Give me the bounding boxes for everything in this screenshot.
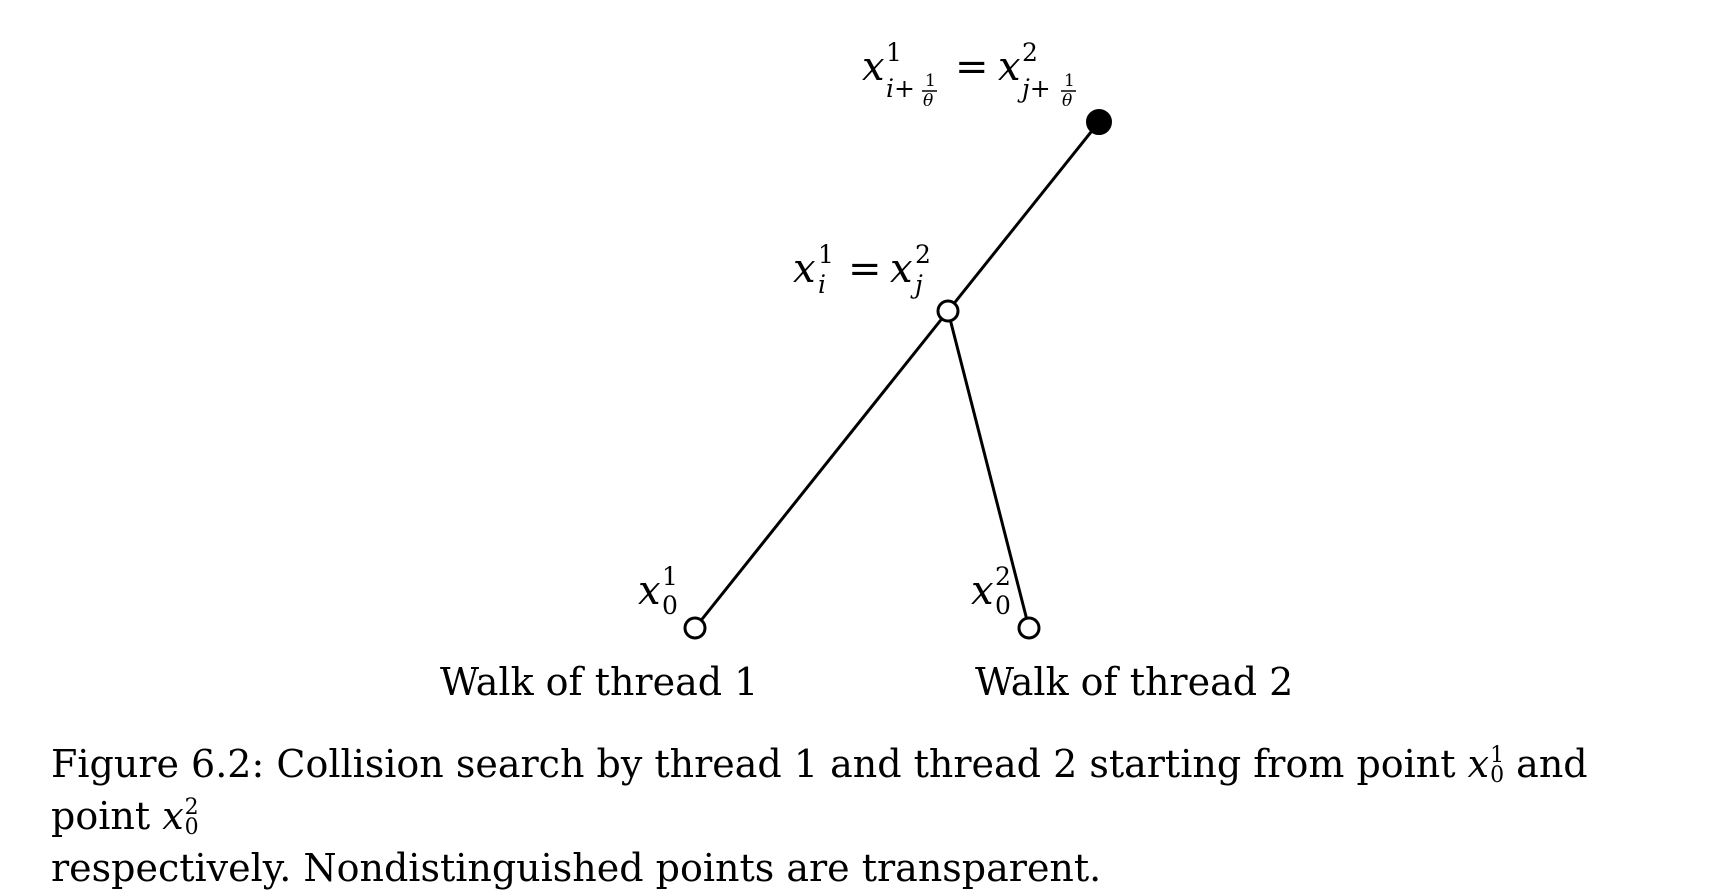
svg-text:2: 2 <box>995 562 1011 591</box>
caption-text-mid: and point <box>51 742 1588 838</box>
svg-text:0: 0 <box>662 591 678 620</box>
svg-text:2: 2 <box>1022 38 1038 67</box>
svg-text:x: x <box>638 568 661 614</box>
edge-collision-to-distinguished <box>946 121 1101 312</box>
label-start-thread1: x 1 0 <box>638 562 678 620</box>
walk-label-thread2: Walk of thread 2 <box>975 660 1293 704</box>
node-collision <box>936 299 960 323</box>
svg-text:θ: θ <box>1062 91 1072 111</box>
walk-label-thread1: Walk of thread 1 <box>440 660 758 704</box>
svg-text:1: 1 <box>662 562 678 591</box>
node-start-thread2 <box>1017 616 1041 640</box>
edge-thread1-to-collision <box>693 310 950 629</box>
svg-text:0: 0 <box>995 591 1011 620</box>
node-distinguished <box>1086 109 1112 135</box>
caption-text-after: respectively. Nondistinguished points ar… <box>51 846 1102 890</box>
svg-text:x: x <box>862 44 885 90</box>
svg-text:=: = <box>955 44 989 90</box>
label-collision: x 1 i = x 2 j <box>793 240 931 299</box>
svg-text:x: x <box>998 44 1021 90</box>
svg-text:θ: θ <box>923 91 933 111</box>
svg-text:i+: i+ <box>886 74 915 103</box>
svg-text:x: x <box>971 568 994 614</box>
caption-text-before: Figure 6.2: Collision search by thread 1… <box>51 742 1468 786</box>
svg-text:1: 1 <box>818 240 834 269</box>
svg-text:1: 1 <box>925 71 936 91</box>
svg-text:=: = <box>848 246 882 292</box>
svg-text:2: 2 <box>915 240 931 269</box>
svg-text:j+: j+ <box>1017 74 1051 103</box>
label-distinguished: x 1 i+ 1 θ = x 2 j+ 1 θ <box>862 38 1076 111</box>
svg-text:x: x <box>890 246 913 292</box>
edge-thread2-to-collision <box>946 310 1031 629</box>
svg-text:1: 1 <box>886 38 902 67</box>
svg-text:x: x <box>793 246 816 292</box>
svg-text:1: 1 <box>1064 71 1075 91</box>
collision-diagram: x 1 0 x 2 0 x 1 i = x 2 j x 1 i+ 1 θ = x… <box>440 38 1293 704</box>
label-start-thread2: x 2 0 <box>971 562 1011 620</box>
figure-caption: Figure 6.2: Collision search by thread 1… <box>51 738 1691 894</box>
node-start-thread1 <box>683 616 707 640</box>
svg-text:i: i <box>818 270 826 299</box>
